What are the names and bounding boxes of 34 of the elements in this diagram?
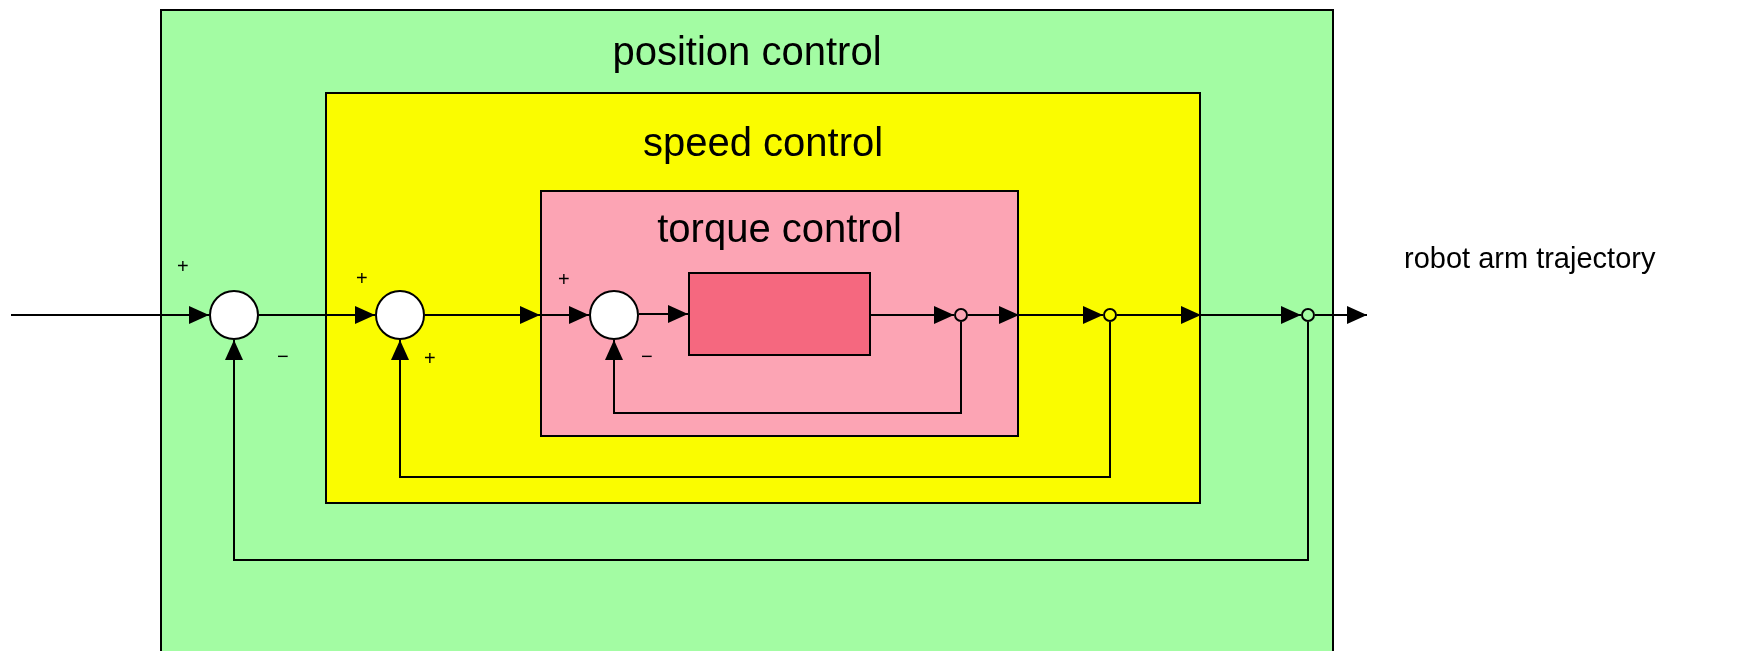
signal-arrow <box>1116 306 1202 324</box>
sign-label: + <box>356 266 368 290</box>
signal-arrow <box>1200 306 1302 324</box>
summing-junction <box>375 290 425 340</box>
signal-arrow <box>258 306 376 324</box>
process-block <box>688 272 871 356</box>
pickoff-point <box>954 308 968 322</box>
sign-label: + <box>558 267 570 291</box>
signal-arrow <box>225 321 1309 561</box>
signal-arrow <box>870 306 955 324</box>
signal-arrow <box>1018 306 1104 324</box>
panel-title: position control <box>612 28 882 75</box>
signal-arrow <box>638 305 689 323</box>
signal-arrow <box>391 321 1111 478</box>
control-loop-panel <box>325 92 1201 504</box>
control-loop-panel <box>540 190 1019 437</box>
signal-arrow <box>10 306 210 324</box>
sign-label: − <box>277 344 289 368</box>
sign-label: − <box>641 344 653 368</box>
sign-label: + <box>177 254 189 278</box>
pickoff-point <box>1103 308 1117 322</box>
summing-junction <box>209 290 259 340</box>
signal-arrow <box>539 306 590 324</box>
signal-arrow <box>605 321 962 414</box>
pickoff-point <box>1301 308 1315 322</box>
sign-label: + <box>424 346 436 370</box>
signal-arrow <box>967 306 1020 324</box>
signal-arrow <box>1314 306 1368 324</box>
summing-junction <box>589 290 639 340</box>
output-label: robot arm trajectory <box>1404 241 1656 276</box>
signal-arrow <box>424 306 541 324</box>
panel-title: speed control <box>642 119 884 166</box>
panel-title: torque control <box>657 205 902 252</box>
control-loop-panel <box>160 9 1334 651</box>
